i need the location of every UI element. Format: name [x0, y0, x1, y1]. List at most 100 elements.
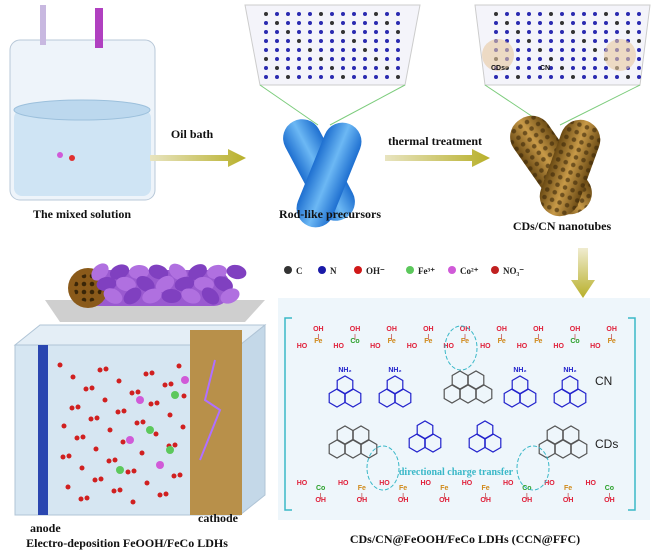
atom — [363, 48, 367, 52]
hydroxyl-label: HO — [462, 480, 473, 487]
atom — [286, 75, 290, 79]
charge-transfer-label: directional charge transfer — [399, 467, 514, 478]
atom — [582, 66, 586, 70]
ring — [484, 433, 502, 453]
atom — [341, 48, 345, 52]
right-bracket — [628, 317, 636, 511]
hydroxyl-label: OH — [315, 497, 326, 504]
legend-label: Fe³⁺ — [418, 266, 435, 276]
atom — [330, 30, 334, 34]
hydroxyl-label: HO — [480, 343, 491, 350]
atom — [374, 21, 378, 25]
atom — [560, 12, 564, 16]
atom — [330, 66, 334, 70]
atom — [275, 75, 279, 79]
metal-atom: Co — [316, 485, 325, 492]
atom — [319, 75, 323, 79]
atom — [330, 75, 334, 79]
hydroxyl-label: HO — [586, 480, 597, 487]
metal-atom: Fe — [314, 338, 322, 345]
atom — [319, 48, 323, 52]
atom — [396, 30, 400, 34]
atom — [297, 39, 301, 43]
atom — [363, 75, 367, 79]
cds-label: CDs — [595, 437, 618, 451]
atom — [637, 48, 641, 52]
atom — [330, 57, 334, 61]
atom — [549, 66, 553, 70]
hydroxyl-label: HO — [333, 343, 344, 350]
atom — [385, 39, 389, 43]
atom — [637, 39, 641, 43]
metal-atom: Co — [350, 338, 359, 345]
atom — [560, 57, 564, 61]
atom — [626, 75, 630, 79]
atom — [593, 39, 597, 43]
atom-icon — [491, 266, 499, 274]
atom — [637, 30, 641, 34]
atom — [593, 30, 597, 34]
atom — [396, 21, 400, 25]
legend-item: NO₃⁻ — [491, 266, 524, 276]
atom — [604, 75, 608, 79]
legend-label: N — [330, 266, 337, 276]
arrow1-label: Oil bath — [171, 127, 214, 141]
atom — [593, 48, 597, 52]
atom — [560, 48, 564, 52]
amine-label: NH₂ — [338, 367, 351, 374]
legend-label: C — [296, 266, 303, 276]
step2-label: Rod-like precursors — [279, 207, 381, 221]
atom — [352, 57, 356, 61]
atom — [604, 12, 608, 16]
atom — [582, 30, 586, 34]
hydroxyl-label: OH — [357, 497, 368, 504]
atom — [297, 30, 301, 34]
atom — [396, 12, 400, 16]
atom — [374, 75, 378, 79]
atom — [374, 48, 378, 52]
legend-item: N — [318, 266, 337, 276]
hydroxyl-label: OH — [606, 326, 617, 333]
atom — [637, 12, 641, 16]
atom — [516, 48, 520, 52]
atom — [615, 12, 619, 16]
atom — [593, 66, 597, 70]
hydroxyl-label: OH — [496, 326, 507, 333]
atom — [264, 48, 268, 52]
anode-label: anode — [30, 521, 61, 535]
ring — [570, 439, 588, 459]
metal-atom: Co — [605, 485, 614, 492]
fe-site-highlight — [516, 445, 550, 491]
atom — [374, 57, 378, 61]
atom — [275, 21, 279, 25]
atom — [571, 57, 575, 61]
legend-label: NO₃⁻ — [503, 266, 524, 276]
atom-icon — [318, 266, 326, 274]
atom — [264, 12, 268, 16]
atom — [286, 12, 290, 16]
cn-label: CN — [595, 374, 612, 388]
atom — [516, 75, 520, 79]
atom — [363, 12, 367, 16]
hydroxyl-label: HO — [421, 480, 432, 487]
atom — [264, 66, 268, 70]
atom — [396, 48, 400, 52]
amine-label: NH₂ — [513, 367, 526, 374]
dropper-icon — [95, 8, 103, 48]
electrodeposition-caption: Electro-deposition FeOOH/FeCo LDHs — [26, 536, 228, 550]
atom — [319, 57, 323, 61]
hydroxyl-label: HO — [517, 343, 528, 350]
atom — [363, 57, 367, 61]
atom — [582, 39, 586, 43]
atom — [571, 39, 575, 43]
metal-atom: Fe — [564, 485, 572, 492]
atom — [330, 12, 334, 16]
atom — [505, 21, 509, 25]
atom-icon — [406, 266, 414, 274]
atom — [538, 30, 542, 34]
atom — [527, 57, 531, 61]
precursor-sheet — [244, 4, 421, 126]
legend-item: C — [284, 266, 303, 276]
atom — [494, 12, 498, 16]
